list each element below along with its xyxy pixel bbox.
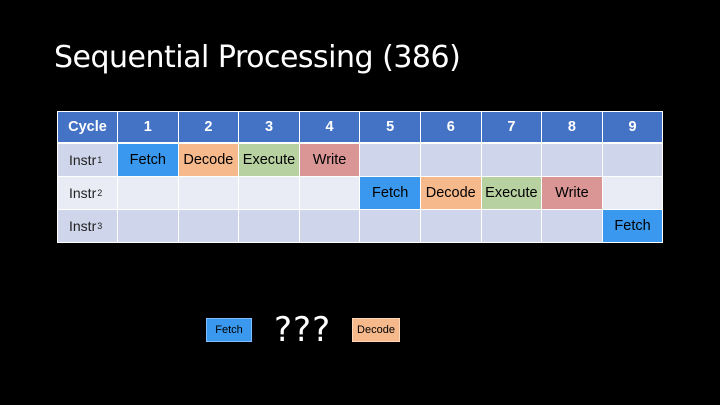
header-cycle-6: 6 (420, 112, 482, 144)
header-cycle-2: 2 (178, 112, 240, 144)
instr3-cycle7-cell (481, 210, 543, 243)
instr2-cycle1-cell (118, 177, 179, 210)
fetch-stage-box: Fetch (206, 318, 252, 342)
instr2-cycle5-cell: Fetch (360, 177, 421, 210)
instr3-cycle5-cell (360, 210, 421, 243)
header-cycle-1: 1 (118, 112, 179, 144)
instr2-cycle3-cell (239, 177, 300, 210)
header-cycle-4: 4 (299, 112, 361, 144)
instr2-cycle6-cell: Decode (420, 177, 482, 210)
instr1-cycle1-cell: Fetch (118, 144, 179, 177)
slide-title: Sequential Processing (386) (54, 40, 461, 75)
instr1-cycle7-cell (481, 144, 543, 177)
header-cycle-3: 3 (239, 112, 300, 144)
header-cycle-8: 8 (542, 112, 603, 144)
instr3-cycle3-cell (239, 210, 300, 243)
instr2-cycle4-cell (299, 177, 361, 210)
header-cycle-9: 9 (602, 112, 664, 144)
instr3-cycle4-cell (299, 210, 361, 243)
header-cycle-7: 7 (481, 112, 543, 144)
instr3-cycle6-cell (420, 210, 482, 243)
instr1-cycle2-cell: Decode (178, 144, 240, 177)
instr1-cycle9-cell (602, 144, 664, 177)
instr1-cycle6-cell (420, 144, 482, 177)
instr3-cycle9-cell: Fetch (602, 210, 664, 243)
question-marks: ??? (274, 310, 332, 350)
instr2-cycle8-cell: Write (542, 177, 603, 210)
instr2-cycle2-cell (178, 177, 240, 210)
instr1-cycle4-cell: Write (299, 144, 361, 177)
instr1-cycle8-cell (542, 144, 603, 177)
instr2-cycle7-cell: Execute (481, 177, 543, 210)
decode-stage-box: Decode (352, 318, 400, 342)
header-cycle: Cycle (57, 112, 118, 144)
instr3-cycle2-cell (178, 210, 240, 243)
instr3-cycle8-cell (542, 210, 603, 243)
instr1-cycle5-cell (360, 144, 421, 177)
instr1-cycle3-cell: Execute (239, 144, 300, 177)
instr3-cycle1-cell (118, 210, 179, 243)
header-cycle-5: 5 (360, 112, 421, 144)
instr2-cycle9-cell (602, 177, 664, 210)
